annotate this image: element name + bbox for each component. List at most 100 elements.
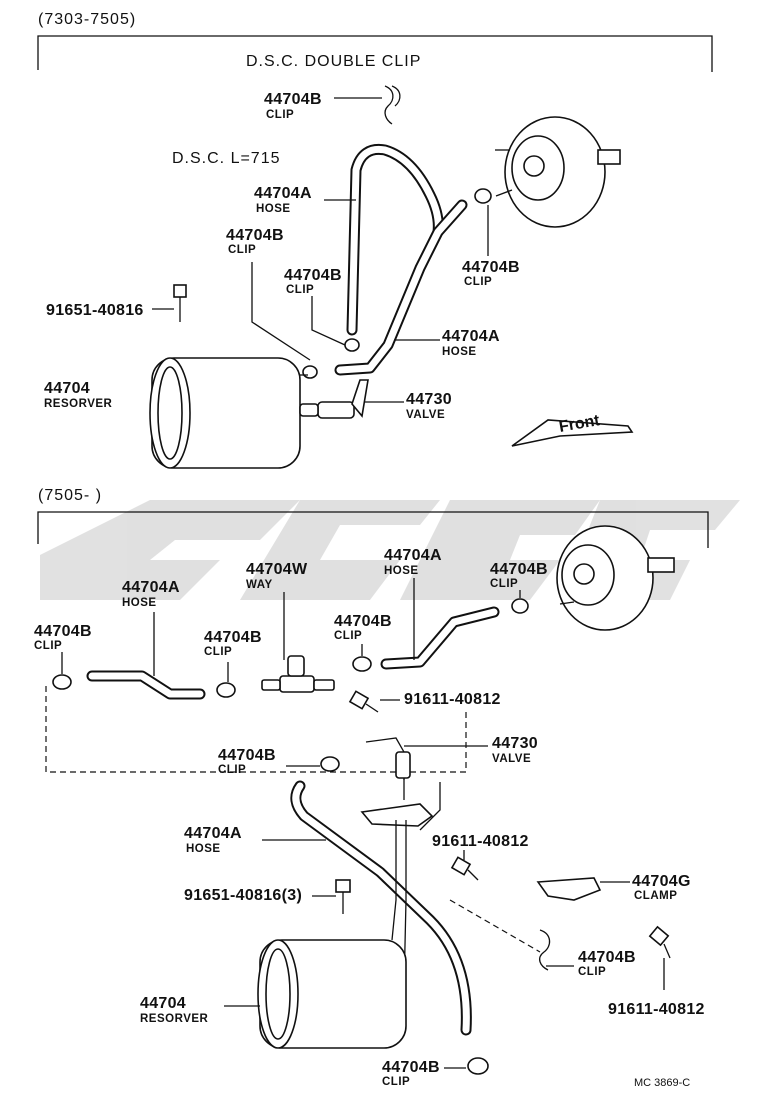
svg-text:HOSE: HOSE — [442, 346, 477, 358]
label-bottom-clip-1: 44704B CLIP — [34, 623, 92, 652]
svg-text:CLIP: CLIP — [382, 1076, 410, 1088]
reservoir-icon — [257, 939, 407, 1049]
top-date-range: (7303-7505) — [38, 11, 136, 28]
way-connector-icon — [261, 655, 335, 693]
svg-text:HOSE: HOSE — [384, 565, 419, 577]
label-bottom-clip-7: 44704B CLIP — [382, 1059, 440, 1088]
svg-text:CLAMP: CLAMP — [634, 890, 677, 902]
label-bottom-clip-3: 44704B CLIP — [334, 613, 392, 642]
svg-text:44704A: 44704A — [184, 825, 242, 842]
catalog-code: MC 3869-C — [634, 1077, 690, 1089]
svg-text:CLIP: CLIP — [266, 109, 294, 121]
svg-text:HOSE: HOSE — [186, 843, 221, 855]
clip-icon — [511, 598, 529, 614]
svg-text:CLIP: CLIP — [228, 244, 256, 256]
label-top-reservoir: 44704 RESORVER — [44, 380, 112, 410]
svg-text:44704A: 44704A — [442, 328, 500, 345]
svg-text:HOSE: HOSE — [122, 597, 157, 609]
svg-text:44704B: 44704B — [334, 613, 392, 630]
label-top-clip-1: 44704B CLIP — [264, 91, 322, 121]
clip-icon — [474, 188, 492, 204]
top-length-note: D.S.C. L=715 — [172, 150, 281, 167]
svg-text:CLIP: CLIP — [334, 630, 362, 642]
svg-text:44704B: 44704B — [226, 227, 284, 244]
check-valve-icon — [365, 737, 411, 800]
label-bottom-bolt-1: 91611-40812 — [404, 691, 501, 708]
label-top-valve: 44730 VALVE — [406, 391, 452, 421]
clip-icon — [467, 1057, 489, 1075]
clamp-plate-icon — [360, 803, 602, 901]
top-section-title: D.S.C. DOUBLE CLIP — [246, 53, 421, 70]
svg-text:CLIP: CLIP — [34, 640, 62, 652]
label-top-clip-4: 44704B CLIP — [462, 259, 520, 288]
svg-text:44704B: 44704B — [284, 267, 342, 284]
label-top-hose-1: 44704A HOSE — [254, 185, 312, 215]
label-bottom-clip-4: 44704B CLIP — [204, 629, 262, 658]
bottom-section-bracket — [37, 511, 709, 548]
svg-text:44704B: 44704B — [490, 561, 548, 578]
brake-booster-icon — [495, 116, 621, 228]
svg-text:CLIP: CLIP — [578, 966, 606, 978]
clip-icon — [216, 682, 236, 698]
svg-text:44704B: 44704B — [578, 949, 636, 966]
clip-icon — [302, 365, 318, 379]
brake-booster-icon — [556, 525, 675, 631]
svg-text:CLIP: CLIP — [218, 764, 246, 776]
svg-text:CLIP: CLIP — [464, 276, 492, 288]
label-bottom-hose-2: 44704A HOSE — [384, 547, 442, 577]
label-bottom-bolt-4: 91611-40812 — [608, 1001, 705, 1018]
label-top-hose-2: 44704A HOSE — [442, 328, 500, 358]
svg-text:VALVE: VALVE — [492, 753, 531, 765]
clip-icon — [384, 85, 394, 125]
front-label: Front — [558, 412, 602, 436]
clip-icon — [320, 756, 340, 772]
svg-text:44704B: 44704B — [218, 747, 276, 764]
clip-icon — [344, 338, 360, 352]
svg-text:CLIP: CLIP — [286, 284, 314, 296]
bolt-icon — [173, 284, 187, 322]
svg-text:44704: 44704 — [140, 995, 186, 1012]
label-top-bolt: 91651-40816 — [46, 302, 143, 319]
bolt-icon — [335, 879, 351, 914]
svg-text:44704A: 44704A — [254, 185, 312, 202]
svg-text:91611-40812: 91611-40812 — [404, 691, 501, 708]
svg-text:44704A: 44704A — [122, 579, 180, 596]
label-bottom-clamp: 44704G CLAMP — [632, 873, 691, 902]
bottom-date-range: (7505- ) — [38, 487, 102, 504]
svg-text:91611-40812: 91611-40812 — [608, 1001, 705, 1018]
svg-text:44704A: 44704A — [384, 547, 442, 564]
bolt-icon — [450, 856, 479, 881]
svg-text:44704B: 44704B — [34, 623, 92, 640]
clip-icon — [52, 674, 72, 690]
svg-text:44730: 44730 — [492, 735, 538, 752]
front-arrow-icon: Front — [511, 412, 634, 447]
svg-text:44704B: 44704B — [204, 629, 262, 646]
clip-icon — [352, 656, 372, 672]
label-top-clip-3: 44704B CLIP — [284, 267, 342, 296]
label-bottom-clip-5: 44704B CLIP — [218, 747, 276, 776]
label-bottom-hose-1: 44704A HOSE — [122, 579, 180, 609]
label-bottom-clip-6: 44704B CLIP — [578, 949, 636, 978]
label-bottom-reservoir: 44704 RESORVER — [140, 995, 209, 1025]
reservoir-icon — [149, 357, 308, 469]
svg-text:44704B: 44704B — [462, 259, 520, 276]
svg-text:HOSE: HOSE — [256, 203, 291, 215]
svg-text:RESORVER: RESORVER — [140, 1013, 209, 1025]
top-section-bracket — [37, 35, 713, 72]
label-top-clip-2: 44704B CLIP — [226, 227, 284, 256]
bolt-icon — [648, 925, 671, 959]
svg-text:WAY: WAY — [246, 579, 273, 591]
svg-text:44704B: 44704B — [264, 91, 322, 108]
label-bottom-way: 44704W WAY — [246, 561, 308, 591]
clip-icon — [538, 929, 551, 971]
svg-text:44704B: 44704B — [382, 1059, 440, 1076]
svg-text:44704W: 44704W — [246, 561, 308, 578]
bolt-icon — [348, 690, 379, 713]
svg-text:CLIP: CLIP — [490, 578, 518, 590]
svg-text:91651-40816(3): 91651-40816(3) — [184, 887, 302, 904]
svg-text:91611-40812: 91611-40812 — [432, 833, 529, 850]
svg-text:44704: 44704 — [44, 380, 90, 397]
svg-text:CLIP: CLIP — [204, 646, 232, 658]
svg-text:44704G: 44704G — [632, 873, 691, 890]
